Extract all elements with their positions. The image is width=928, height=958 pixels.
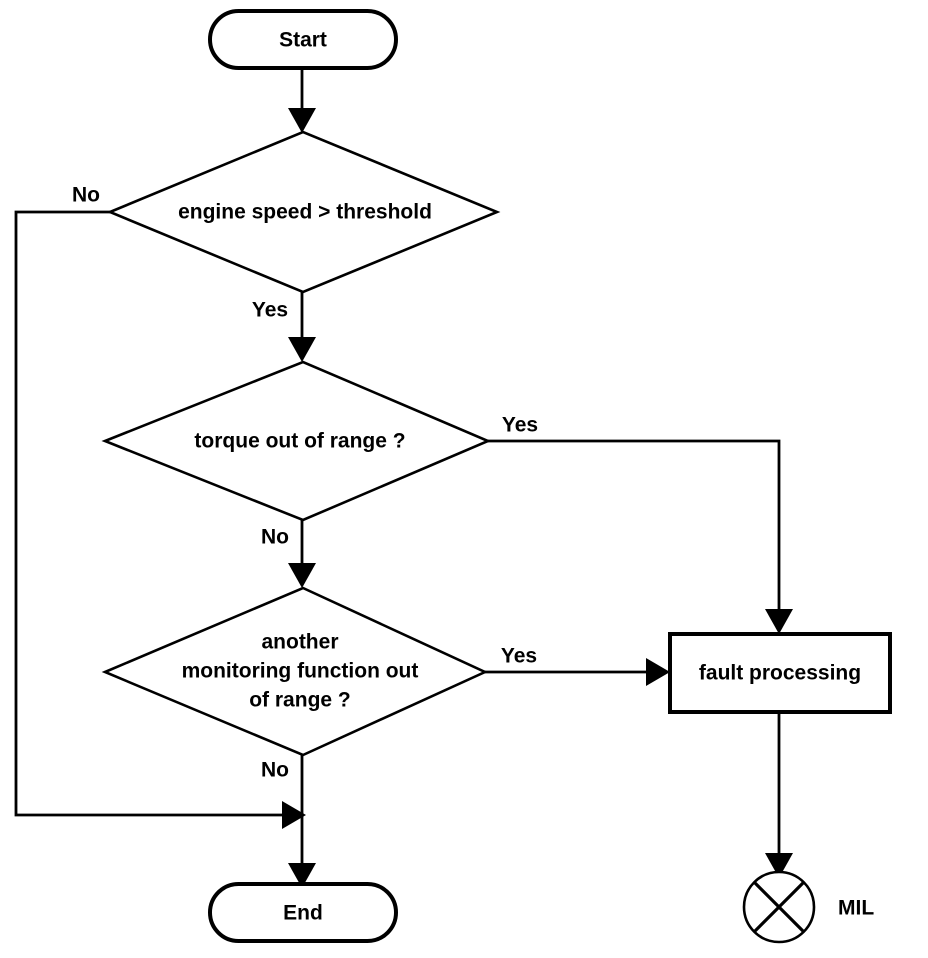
edge-label-torque-yes: Yes [502, 414, 538, 437]
edge-other-yes-to-fault-processing [485, 658, 670, 686]
edge-other-no-to-end [288, 755, 316, 888]
edge-label-torque-no: No [261, 526, 289, 549]
edge-start-to-engine-speed [288, 68, 316, 133]
engine-speed-label: engine speed > threshold [178, 201, 432, 224]
edge-label-engine-speed-no: No [72, 184, 100, 207]
edge-engine-speed-no-bypass [14, 210, 306, 829]
edge-label-engine-speed-yes: Yes [252, 299, 288, 322]
other-monitoring-diamond [101, 586, 489, 757]
engine-speed-diamond [106, 130, 501, 294]
node-start[interactable]: Start [208, 9, 398, 70]
node-mil-lamp[interactable]: MIL [742, 870, 874, 944]
edge-torque-no-to-other [288, 520, 316, 588]
other-monitoring-label-line3: of range ? [249, 689, 351, 712]
other-monitoring-label-line1: another [261, 631, 338, 654]
edge-engine-speed-yes-to-torque [288, 292, 316, 362]
node-decision-other-monitoring[interactable]: another monitoring function out of range… [101, 586, 489, 757]
mil-label: MIL [838, 897, 874, 920]
start-shape [208, 9, 398, 70]
node-end[interactable]: End [208, 882, 398, 943]
edge-torque-yes-to-fault-processing [488, 439, 793, 634]
end-label: End [283, 902, 323, 925]
end-shape [208, 882, 398, 943]
torque-label: torque out of range ? [194, 430, 405, 453]
mil-x-stroke-2 [753, 881, 805, 933]
edge-fault-processing-to-mil [765, 712, 793, 878]
node-decision-torque[interactable]: torque out of range ? [101, 360, 492, 522]
edge-label-other-yes: Yes [501, 645, 537, 668]
fault-processing-label: fault processing [699, 662, 861, 685]
start-label: Start [279, 29, 327, 52]
other-monitoring-label-line2: monitoring function out [182, 660, 419, 683]
torque-diamond [101, 360, 492, 522]
edge-label-other-no: No [261, 759, 289, 782]
node-decision-engine-speed[interactable]: engine speed > threshold [106, 130, 501, 294]
node-fault-processing[interactable]: fault processing [668, 632, 892, 714]
fault-processing-shape [668, 632, 892, 714]
